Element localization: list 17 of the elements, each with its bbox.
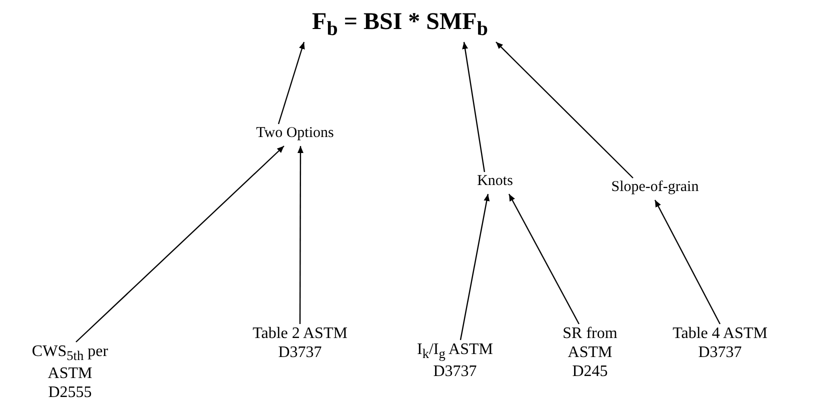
node-label: Table 2 ASTM D3737 — [252, 324, 348, 362]
arrow — [460, 194, 490, 340]
arrow — [278, 42, 305, 124]
node-label: Slope-of-grain — [611, 178, 699, 196]
node-label: CWS$_{5th}$ per ASTM D2555 — [30, 342, 110, 403]
node-label: I$_{k}$/I$_{g}$ ASTM D3737 — [416, 340, 494, 382]
node-label: Knots — [477, 172, 513, 190]
formula-text: F$_{b}$ = BSI * SMF$_{b}$ — [312, 8, 488, 41]
arrow — [508, 194, 580, 324]
node-label: Table 4 ASTM D3737 — [672, 324, 768, 362]
node-label: Two Options — [256, 124, 334, 142]
arrow — [297, 146, 304, 324]
arrow — [76, 146, 284, 342]
node-label: SR from ASTM D245 — [562, 324, 618, 382]
arrow — [654, 200, 721, 324]
arrow — [462, 42, 486, 172]
arrow — [496, 42, 634, 178]
